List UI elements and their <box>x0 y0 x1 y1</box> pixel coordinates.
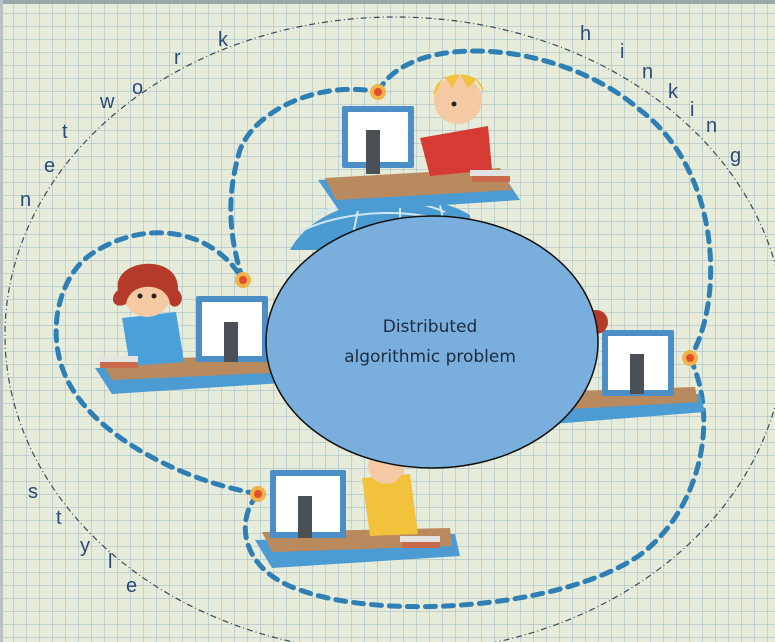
center-label-line1: Distributed <box>382 317 478 337</box>
network-letter-k: k <box>218 29 228 51</box>
network-letter-r: r <box>174 47 181 69</box>
thinking-letter-i: i <box>620 41 625 63</box>
center-ellipse <box>265 215 599 469</box>
frame-border-left <box>0 0 3 642</box>
network-letter-t: t <box>62 121 68 143</box>
network-letter-w: w <box>100 91 115 113</box>
workstation-bottom <box>255 448 460 568</box>
workstation-top <box>318 74 520 212</box>
style-letter-e: e <box>126 575 138 597</box>
center-label-line2: algorithmic problem <box>344 347 516 367</box>
frame-border-top <box>0 0 775 4</box>
dashed-connection-path <box>53 48 714 610</box>
network-letter-o: o <box>132 77 144 99</box>
thinking-letter-n: n <box>642 61 654 83</box>
thinking-letter-n2: n <box>706 115 718 137</box>
node-dot <box>370 84 386 100</box>
style-letter-l: l <box>108 551 113 573</box>
thinking-letter-h: h <box>580 23 592 45</box>
network-letter-e: e <box>44 155 56 177</box>
node-dot <box>235 272 251 288</box>
node-dot <box>250 486 266 502</box>
outer-ellipse <box>4 16 775 642</box>
workstation-left <box>95 263 298 394</box>
thinking-letter-i2: i <box>690 99 695 121</box>
style-letter-y: y <box>80 535 90 557</box>
thinking-letter-g: g <box>730 145 742 167</box>
thinking-letter-k: k <box>668 81 678 103</box>
style-letter-s: s <box>28 481 38 503</box>
style-letter-t: t <box>56 507 62 529</box>
network-letter-n: n <box>20 189 32 211</box>
node-dot <box>682 350 698 366</box>
center-label: Distributed algorithmic problem <box>300 312 560 372</box>
